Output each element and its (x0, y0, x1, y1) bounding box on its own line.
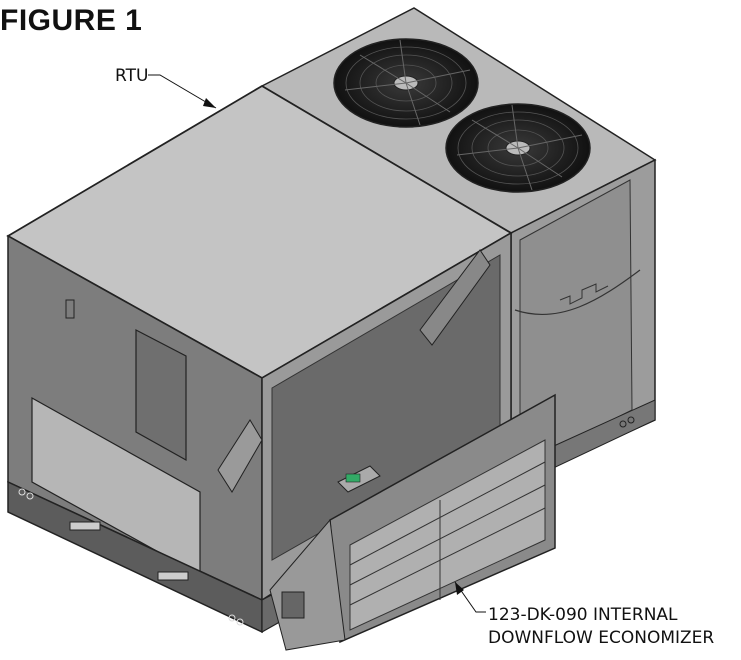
economizer-leader-arrow (455, 582, 464, 595)
downflow-economizer (269, 393, 556, 651)
economizer-callout-label: 123-DK-090 INTERNAL DOWNFLOW ECONOMIZER (488, 604, 714, 650)
condenser-fan-2 (445, 103, 591, 193)
economizer-callout-line-2: DOWNFLOW ECONOMIZER (488, 628, 715, 648)
diagonal-brace (217, 419, 263, 493)
callout-leaders (148, 74, 486, 613)
economizer-callout-line-1: 123-DK-090 INTERNAL (488, 605, 678, 625)
rtu-leader-line (148, 74, 217, 109)
interior-strut (419, 249, 491, 346)
access-panel (135, 329, 187, 462)
figure-title: FIGURE 1 (0, 4, 143, 37)
rtu-callout-label: RTU (115, 66, 149, 86)
rtu-leader-arrow (203, 98, 216, 108)
rtu-main-cabinet (6, 84, 546, 634)
condenser-fan-1 (333, 38, 479, 128)
economizer-leader-line (454, 581, 486, 613)
